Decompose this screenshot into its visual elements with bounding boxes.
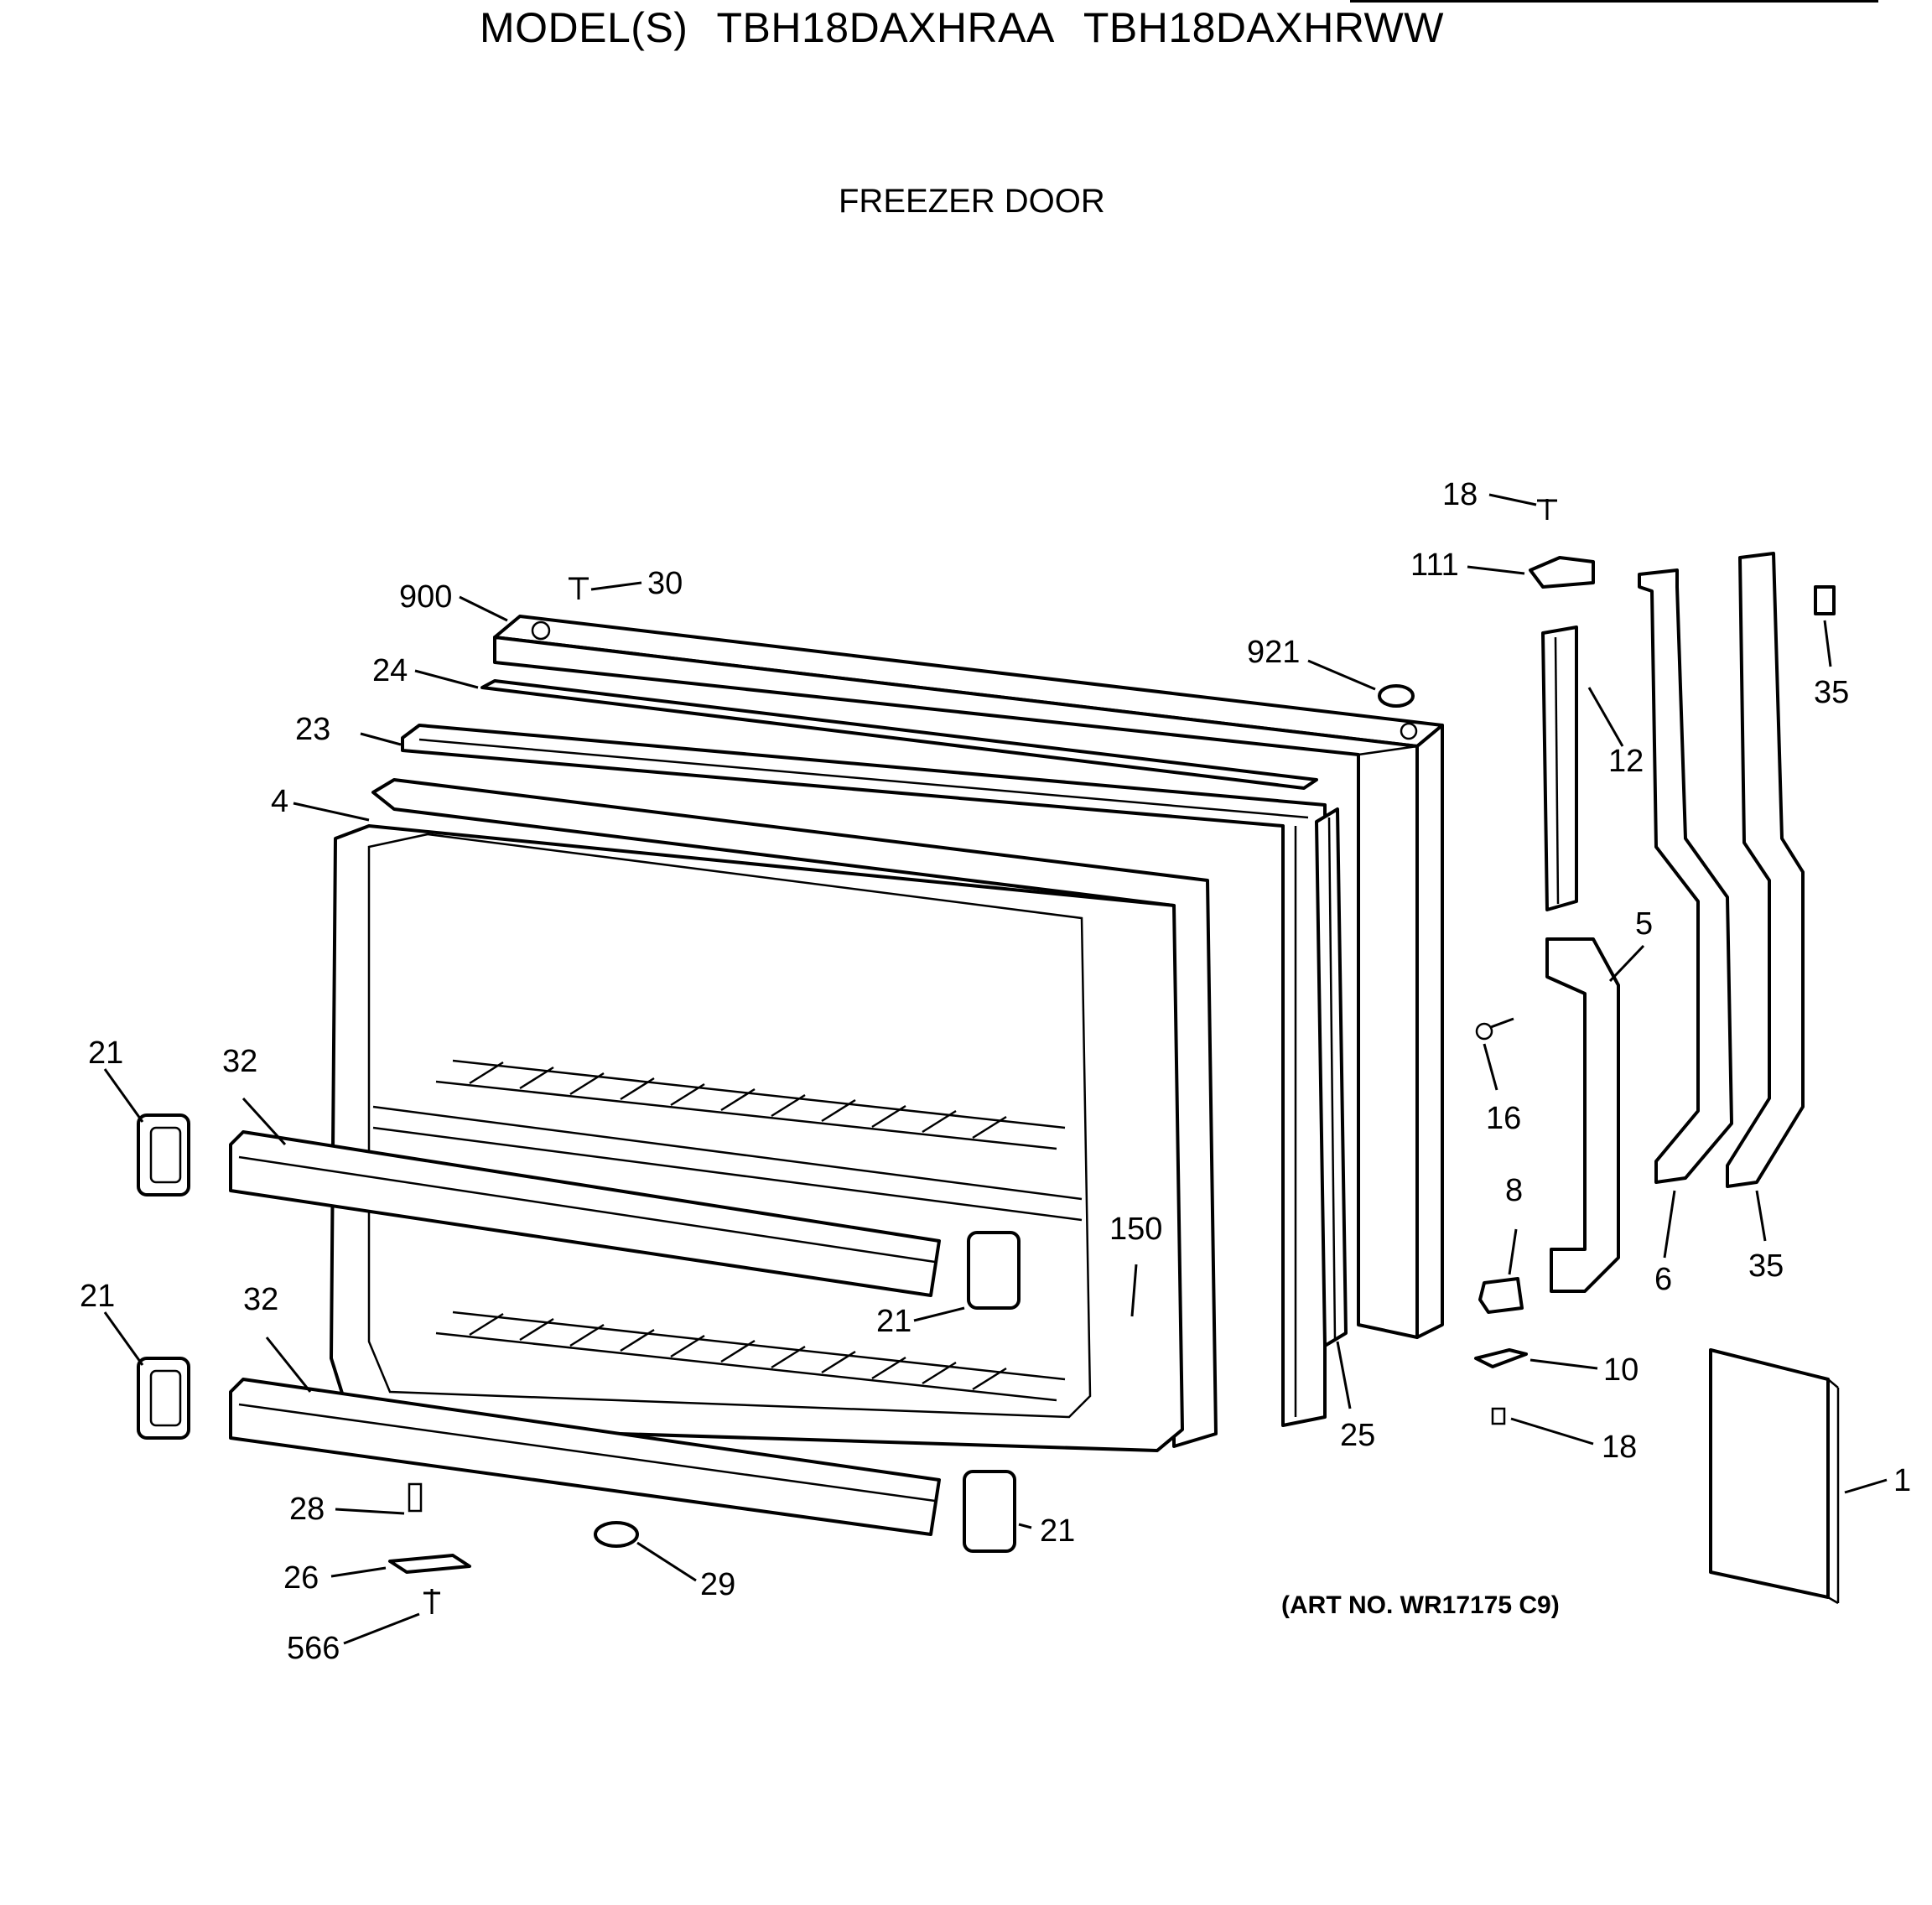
callout-21-upper-right: 21 bbox=[876, 1304, 911, 1339]
hinge-bar-12 bbox=[1541, 625, 1578, 911]
callout-8: 8 bbox=[1505, 1173, 1523, 1208]
shelf-bar-upper bbox=[229, 1130, 941, 1297]
screw-18-bottom bbox=[1491, 1407, 1506, 1425]
stop-8 bbox=[1478, 1277, 1524, 1314]
callout-5: 5 bbox=[1635, 906, 1653, 942]
screw-30 bbox=[569, 577, 589, 600]
model-number-1: TBH18DAXHRAA bbox=[716, 4, 1055, 51]
plug-29 bbox=[594, 1521, 639, 1548]
callout-leaders bbox=[103, 493, 1888, 1645]
callout-28: 28 bbox=[289, 1492, 325, 1527]
callout-566: 566 bbox=[287, 1631, 340, 1666]
callout-150: 150 bbox=[1109, 1212, 1162, 1247]
outer-door-panel bbox=[493, 615, 1444, 1339]
callout-23: 23 bbox=[295, 712, 330, 747]
callout-1: 1 bbox=[1893, 1463, 1911, 1498]
callout-labels: 900 30 24 23 4 921 18 111 12 35 5 16 8 6… bbox=[80, 477, 1911, 1666]
callout-21-lower-left: 21 bbox=[80, 1279, 115, 1314]
art-number: (ART NO. WR17175 C9) bbox=[1281, 1591, 1560, 1619]
callout-29: 29 bbox=[700, 1567, 735, 1602]
top-gasket-strip bbox=[480, 679, 1318, 790]
callout-35-bottom: 35 bbox=[1748, 1248, 1784, 1284]
callout-25: 25 bbox=[1340, 1418, 1375, 1453]
callout-12: 12 bbox=[1608, 744, 1644, 779]
use-and-care-manual bbox=[1709, 1348, 1840, 1605]
cap-35 bbox=[1814, 585, 1836, 615]
model-prefix: MODEL(S) bbox=[480, 4, 688, 51]
shelf-bar-lower bbox=[229, 1378, 941, 1536]
callout-18-top: 18 bbox=[1442, 477, 1478, 512]
callout-921: 921 bbox=[1247, 635, 1300, 670]
handle-6 bbox=[1638, 568, 1733, 1184]
hinge-plate-26 bbox=[388, 1554, 471, 1574]
callout-18-bottom: 18 bbox=[1602, 1430, 1637, 1465]
diagram-subtitle: FREEZER DOOR bbox=[839, 183, 1105, 220]
door-liner bbox=[330, 778, 1218, 1452]
model-number-2: TBH18DAXHRWW bbox=[1083, 4, 1444, 51]
callout-32-lower: 32 bbox=[243, 1282, 278, 1317]
screw-28 bbox=[408, 1482, 423, 1513]
door-gasket bbox=[401, 724, 1327, 1427]
handle-35 bbox=[1726, 552, 1805, 1188]
callout-10: 10 bbox=[1603, 1352, 1639, 1388]
callout-4: 4 bbox=[271, 784, 288, 819]
side-seal-strip bbox=[1315, 807, 1348, 1347]
screw-566 bbox=[423, 1589, 440, 1614]
screw-18-top bbox=[1537, 499, 1557, 520]
callout-35-top: 35 bbox=[1814, 675, 1849, 710]
hinge-bracket-111 bbox=[1529, 556, 1595, 589]
model-title: MODEL(S) TBH18DAXHRAA TBH18DAXHRWW bbox=[480, 3, 1472, 52]
callout-111: 111 bbox=[1410, 548, 1459, 583]
screw-16 bbox=[1475, 1017, 1514, 1041]
bracket-10 bbox=[1474, 1348, 1528, 1368]
header-rule bbox=[1350, 0, 1878, 3]
hinge-bracket-5 bbox=[1545, 937, 1620, 1293]
callout-16: 16 bbox=[1486, 1101, 1521, 1136]
callout-21-upper-left: 21 bbox=[88, 1036, 123, 1071]
shelf-end-caps bbox=[137, 1113, 1021, 1553]
callout-21-lower-right: 21 bbox=[1040, 1513, 1075, 1549]
callout-26: 26 bbox=[283, 1560, 319, 1596]
door-cap-plug bbox=[1378, 684, 1415, 708]
callout-30: 30 bbox=[647, 566, 683, 601]
callout-900: 900 bbox=[399, 579, 452, 615]
callout-24: 24 bbox=[372, 653, 408, 688]
callout-6: 6 bbox=[1654, 1262, 1672, 1297]
callout-32-upper: 32 bbox=[222, 1044, 257, 1079]
